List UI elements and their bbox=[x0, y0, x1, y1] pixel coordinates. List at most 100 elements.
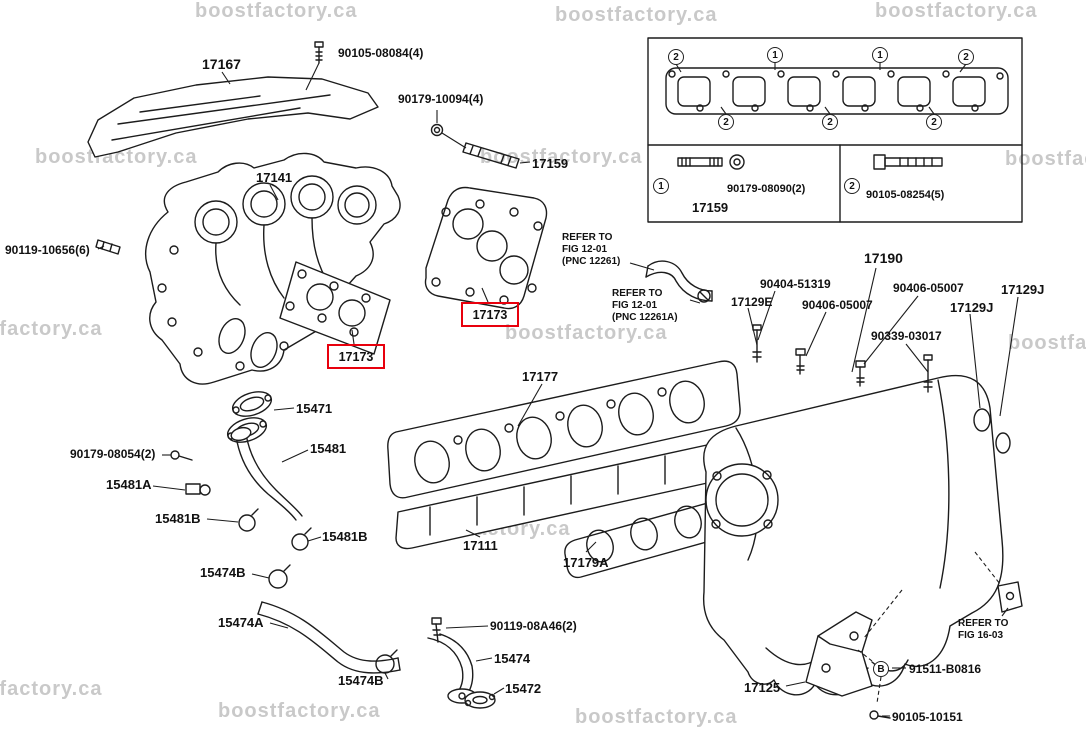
circled-number-marker: 2 bbox=[958, 49, 974, 65]
watermark-text: boostfactory.ca bbox=[505, 322, 668, 344]
inset-gasket-drawing bbox=[665, 67, 1009, 115]
note-line: (PNC 12261A) bbox=[612, 312, 678, 323]
note-line: REFER TO bbox=[562, 232, 613, 243]
stud-90119-10656-drawing bbox=[95, 239, 121, 255]
part-label-90105-10151: 90105-10151 bbox=[892, 710, 963, 724]
inset-stud-drawing bbox=[677, 154, 745, 170]
gasket-15472-drawing bbox=[464, 691, 496, 709]
hose-15474A-drawing bbox=[257, 601, 401, 674]
stud-90339-03017-drawing bbox=[923, 354, 933, 393]
part-label-15474B: 15474B bbox=[200, 565, 246, 580]
note-line: FIG 12-01 bbox=[612, 300, 658, 311]
note-line: FIG 12-01 bbox=[562, 244, 608, 255]
intake-gasket-17177-drawing bbox=[387, 360, 741, 499]
circled-number-marker: 1 bbox=[653, 178, 669, 194]
inset-part-label-17159: 17159 bbox=[692, 200, 729, 215]
part-label-15474A: 15474A bbox=[218, 615, 264, 630]
watermark-text: boostfactory.ca bbox=[875, 0, 1038, 22]
part-label-17177: 17177 bbox=[522, 369, 559, 384]
note-line: REFER TO bbox=[958, 618, 1009, 629]
part-label-15474B: 15474B bbox=[338, 673, 384, 688]
stay-refer-1603-drawing bbox=[974, 551, 1023, 617]
watermark-text: boostfactory.ca bbox=[555, 4, 718, 26]
inset-box-drawing bbox=[647, 37, 1023, 223]
pipe-15481-drawing bbox=[230, 426, 303, 521]
bolt-90105-10151-drawing bbox=[869, 710, 891, 720]
note-line: (PNC 12261) bbox=[562, 256, 621, 267]
part-label-91511-B0816: 91511-B0816 bbox=[909, 662, 982, 676]
note-refer-fig12-01-a: REFER TO FIG 12-01 (PNC 12261) bbox=[562, 232, 620, 268]
watermark-text: boostfactory.ca bbox=[1008, 332, 1086, 354]
part-label-15474: 15474 bbox=[494, 651, 531, 666]
note-line: REFER TO bbox=[612, 288, 663, 299]
circled-number-marker: 1 bbox=[767, 47, 783, 63]
note-line: FIG 16-03 bbox=[958, 630, 1004, 641]
circled-letter-b-marker: B bbox=[873, 661, 889, 677]
circled-number-marker: 2 bbox=[926, 114, 942, 130]
part-label-15472: 15472 bbox=[505, 681, 542, 696]
highlight-box-17173: 17173 bbox=[327, 344, 385, 369]
part-label-90406-05007: 90406-05007 bbox=[893, 281, 964, 295]
watermark-text: boostfactory.ca bbox=[1005, 148, 1086, 170]
exhaust-gasket-drawing bbox=[424, 186, 548, 310]
part-label-17141: 17141 bbox=[256, 170, 293, 185]
union-15481A-drawing bbox=[185, 483, 211, 496]
circled-number-marker: 2 bbox=[718, 114, 734, 130]
bolt-90105-08084-drawing bbox=[305, 41, 324, 91]
circled-number-marker: 1 bbox=[872, 47, 888, 63]
part-label-90119-10656: 90119-10656(6) bbox=[5, 243, 90, 257]
part-label-17159: 17159 bbox=[532, 156, 569, 171]
part-label-15481: 15481 bbox=[310, 441, 347, 456]
part-label-90404-51319: 90404-51319 bbox=[760, 277, 831, 291]
inset-bolt-drawing bbox=[873, 154, 943, 170]
part-label-90119-08A46: 90119-08A46(2) bbox=[490, 619, 577, 633]
clamp-15474B-drawing bbox=[268, 564, 398, 674]
watermark-text: boostfactory.ca bbox=[575, 706, 738, 728]
part-label-15481A: 15481A bbox=[106, 477, 152, 492]
nut-90179-10094-drawing bbox=[430, 110, 467, 149]
inset-part-label-90105-08254: 90105-08254(5) bbox=[866, 189, 945, 201]
watermark-text: boostfactory.ca bbox=[35, 146, 198, 168]
part-label-90179-10094: 90179-10094(4) bbox=[398, 92, 484, 106]
bracket-17125-drawing bbox=[805, 589, 903, 704]
part-label-90105-08084: 90105-08084(4) bbox=[338, 46, 424, 60]
intake-chamber-17190-drawing bbox=[702, 267, 1004, 696]
part-label-90179-08054: 90179-08054(2) bbox=[70, 447, 156, 461]
part-label-90406-05007: 90406-05007 bbox=[802, 298, 873, 312]
note-refer-fig12-01-b: REFER TO FIG 12-01 (PNC 12261A) bbox=[612, 288, 678, 324]
part-label-17190: 17190 bbox=[864, 250, 903, 266]
pipe-15474-drawing bbox=[427, 633, 477, 704]
circled-number-marker: 2 bbox=[822, 114, 838, 130]
part-label-15481B: 15481B bbox=[322, 529, 368, 544]
circled-number-marker: 2 bbox=[668, 49, 684, 65]
clamp-15481B-drawing bbox=[238, 508, 312, 551]
bolt-90406-05007-drawing bbox=[795, 348, 866, 387]
part-label-17167: 17167 bbox=[202, 56, 241, 72]
stud-90404-51319-drawing bbox=[752, 324, 762, 363]
part-label-15471: 15471 bbox=[296, 401, 333, 416]
stud-17159-drawing bbox=[462, 142, 531, 169]
cap-17129J-drawing bbox=[973, 408, 1011, 454]
heat-shield-drawing bbox=[87, 71, 379, 158]
inset-part-label-90179-08090: 90179-08090(2) bbox=[727, 183, 806, 195]
part-label-17179A: 17179A bbox=[563, 555, 609, 570]
highlight-box-17173: 17173 bbox=[461, 302, 519, 327]
part-label-17125: 17125 bbox=[744, 680, 781, 695]
hose-refer-drawing bbox=[645, 260, 713, 303]
watermark-text: boostfactory.ca bbox=[0, 318, 103, 340]
part-label-17111: 17111 bbox=[463, 538, 498, 553]
watermark-text: boostfactory.ca bbox=[218, 700, 381, 722]
part-label-17129J: 17129J bbox=[1001, 282, 1045, 297]
part-label-15481B: 15481B bbox=[155, 511, 201, 526]
part-label-17129J: 17129J bbox=[950, 300, 994, 315]
circled-number-marker: 2 bbox=[844, 178, 860, 194]
bolt-90179-08054-drawing bbox=[170, 450, 193, 461]
watermark-text: boostfactory.ca bbox=[0, 678, 103, 700]
part-label-90339-03017: 90339-03017 bbox=[871, 329, 942, 343]
bolt-90119-08A46-drawing bbox=[431, 617, 442, 643]
note-refer-fig16-03: REFER TO FIG 16-03 bbox=[958, 618, 1008, 642]
leader-lines bbox=[97, 245, 1019, 717]
part-label-17129E: 17129E bbox=[731, 295, 773, 309]
